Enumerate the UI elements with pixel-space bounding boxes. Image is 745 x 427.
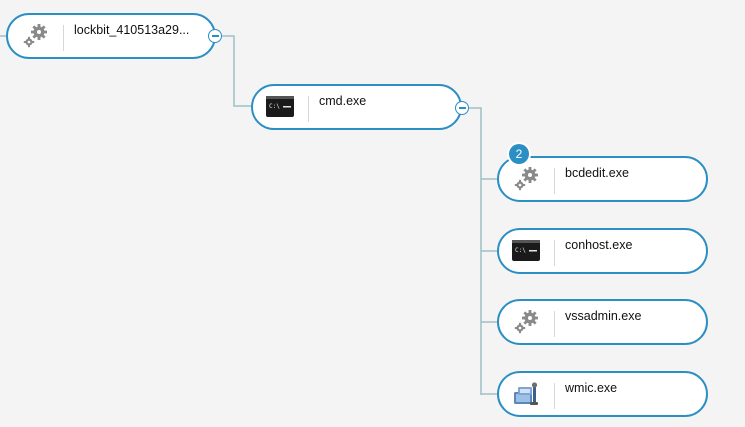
node-divider	[554, 311, 555, 337]
node-divider	[308, 96, 309, 122]
svg-text:C:\: C:\	[515, 247, 526, 254]
process-name: wmic.exe	[565, 381, 618, 395]
gears-icon	[511, 164, 541, 194]
node-divider	[554, 383, 555, 409]
node-divider	[63, 25, 64, 51]
process-node-wmic[interactable]: wmic.exe	[497, 371, 708, 417]
process-name: bcdedit.exe	[565, 166, 629, 180]
process-name: cmd.exe	[319, 94, 367, 108]
process-node-vssadmin[interactable]: vssadmin.exe	[497, 299, 708, 345]
process-node-root[interactable]: lockbit_410513a29...	[6, 13, 216, 59]
node-divider	[554, 240, 555, 266]
gears-icon	[511, 307, 541, 337]
gears-icon	[20, 21, 50, 51]
svg-text:C:\: C:\	[269, 103, 280, 110]
connector-line	[222, 35, 251, 107]
process-name: vssadmin.exe	[565, 309, 642, 323]
process-node-cmd[interactable]: C:\ cmd.exe	[251, 84, 462, 130]
wmic-app-icon	[511, 379, 541, 409]
process-name: lockbit_410513a29...	[74, 23, 190, 37]
collapse-toggle-cmd[interactable]	[455, 101, 469, 115]
console-icon: C:\	[511, 236, 541, 266]
collapse-toggle-root[interactable]	[208, 29, 222, 43]
node-divider	[554, 168, 555, 194]
process-node-conhost[interactable]: C:\ conhost.exe	[497, 228, 708, 274]
count-badge: 2	[509, 144, 529, 164]
process-name: conhost.exe	[565, 238, 633, 252]
connector-line	[469, 107, 482, 395]
console-icon: C:\	[265, 92, 295, 122]
process-node-bcdedit[interactable]: bcdedit.exe	[497, 156, 708, 202]
